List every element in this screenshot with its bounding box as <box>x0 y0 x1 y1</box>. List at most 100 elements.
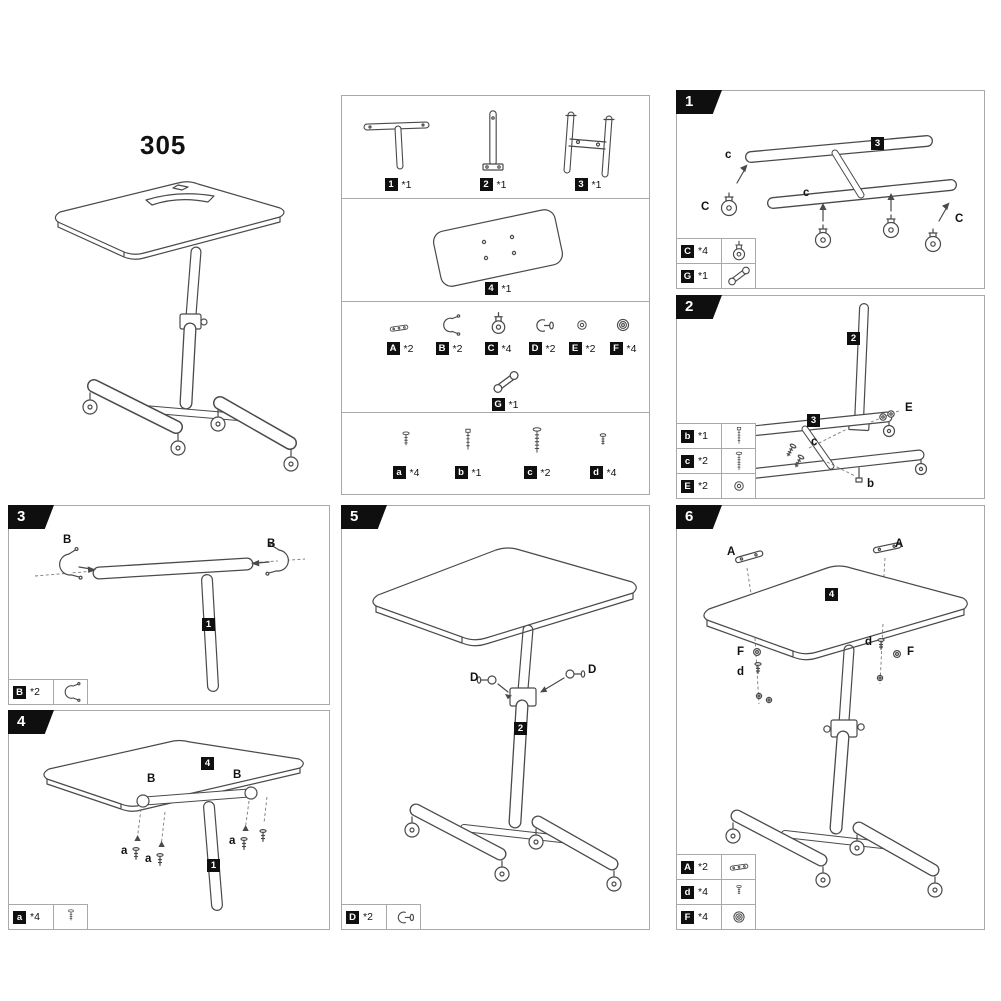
callout-knob: D <box>588 664 597 676</box>
legend-qty: *2 <box>698 455 708 467</box>
screw-c-icon <box>735 451 742 471</box>
knob-icon <box>397 911 414 924</box>
wrench-icon <box>489 368 523 396</box>
part-2-label: 2 *1 <box>465 178 521 191</box>
screw-a-icon <box>402 431 410 446</box>
step-3-hardware-legend: B *2 <box>8 679 88 705</box>
legend-tag: c <box>681 454 694 468</box>
hardware-e-label: E *2 <box>562 342 602 355</box>
step-1-illustration <box>720 135 957 253</box>
callout-caster: C <box>955 213 964 225</box>
step-4-illustration <box>43 739 304 911</box>
legend-qty: *4 <box>698 245 708 257</box>
step-6-number: 6 <box>676 505 722 529</box>
hardware-e-tag: E <box>568 342 582 355</box>
divider <box>342 412 649 413</box>
hardware-f-tag: F <box>609 342 623 355</box>
hardware-g-tag: G <box>491 398 505 411</box>
hardware-b-label: B *2 <box>429 342 469 355</box>
parts-list-panel: 1 *1 2 *1 3 *1 <box>341 95 650 495</box>
legend-row: C*4 <box>676 238 756 264</box>
legend-qty: *4 <box>698 911 708 923</box>
legend-row: c *2 <box>676 448 756 474</box>
legend-row: d*4 <box>676 879 756 905</box>
part-tag-column: 2 <box>514 722 527 735</box>
callout-bracket: A <box>895 538 904 550</box>
hardware-d-label: D *2 <box>522 342 562 355</box>
hardware-a-tag: A <box>386 342 400 355</box>
hardware-f-label: F *4 <box>603 342 643 355</box>
legend-qty: *4 <box>698 886 708 898</box>
step-4-number: 4 <box>8 710 54 734</box>
hardware-d-tag: D <box>528 342 542 355</box>
fastener-d-label: d *4 <box>583 466 623 479</box>
part-3-label: 3 *1 <box>560 178 616 191</box>
washer-icon <box>733 481 744 491</box>
step-6-hardware-legend: A*2 d*4 F *4 <box>676 854 756 930</box>
callout-screw: a <box>121 845 128 857</box>
fastener-b-tag: b <box>454 466 468 479</box>
legend-row: D*2 <box>341 904 421 930</box>
part-2-qty: *1 <box>496 178 507 191</box>
callout-screw: d <box>865 636 873 648</box>
step-2-illustration <box>714 303 928 495</box>
callout-washer: E <box>905 402 913 414</box>
legend-tag: F <box>681 910 694 924</box>
step-3-number: 3 <box>8 505 54 529</box>
legend-row: a*4 <box>8 904 88 930</box>
clamp-icon <box>64 682 81 702</box>
step-6-illustration <box>703 542 968 898</box>
step-3-panel: 3 B B 1 B*2 <box>8 505 330 705</box>
step-2-hardware-legend: b*1 c *2 E*2 <box>676 423 756 499</box>
step-1-number: 1 <box>676 90 722 114</box>
part-tag-pole: 2 <box>847 332 860 345</box>
legend-row: A*2 <box>676 854 756 880</box>
callout-screw: c <box>811 436 818 448</box>
legend-tag: G <box>681 269 694 283</box>
legend-row: F *4 <box>676 904 756 930</box>
legend-tag: b <box>681 429 694 443</box>
wrench-icon <box>727 264 751 288</box>
part-tag-top: 4 <box>825 588 838 601</box>
callout-screw: a <box>229 835 236 847</box>
fastener-c-label: c *2 <box>517 466 557 479</box>
callout-clamp: B <box>63 534 72 546</box>
caster-icon <box>732 240 745 261</box>
legend-tag: a <box>13 910 26 924</box>
bracket-strip-icon <box>389 324 409 332</box>
grommet-icon <box>616 318 630 332</box>
divider <box>342 301 649 302</box>
callout-bolt: b <box>867 478 875 490</box>
screw-d-icon <box>735 885 742 895</box>
fastener-c-tag: c <box>523 466 537 479</box>
callout-screw: d <box>737 666 745 678</box>
legend-row: E*2 <box>676 473 756 499</box>
hardware-c-tag: C <box>484 342 498 355</box>
legend-row: B *2 <box>8 679 88 705</box>
step-5-panel: 5 D D 2 <box>341 505 650 930</box>
knob-icon <box>536 319 554 332</box>
fastener-d-tag: d <box>589 466 603 479</box>
part-tag-tube: 1 <box>207 859 220 872</box>
part-2-tag: 2 <box>479 178 493 191</box>
part-3-tag: 3 <box>574 178 588 191</box>
assembled-desk-illustration <box>54 181 299 472</box>
bolt-b-icon <box>736 427 741 444</box>
part-tag-top: 4 <box>201 757 214 770</box>
legend-qty: *2 <box>698 480 708 492</box>
part-4-tag: 4 <box>484 282 498 295</box>
callout-bracket: A <box>727 546 736 558</box>
hardware-b-tag: B <box>435 342 449 355</box>
legend-qty: *2 <box>30 686 40 698</box>
callout-clamp: B <box>147 773 156 785</box>
step-4-panel: 4 4 B B a a a 1 a*4 <box>8 710 330 930</box>
legend-tag: B <box>13 685 26 699</box>
part-2-illustration <box>482 110 504 171</box>
part-4-illustration <box>432 209 564 287</box>
hardware-g-label: G *1 <box>483 398 527 411</box>
part-tag-frame: 3 <box>871 137 884 150</box>
legend-row: b*1 <box>676 423 756 449</box>
part-1-qty: *1 <box>401 178 412 191</box>
callout-clamp: B <box>233 769 242 781</box>
